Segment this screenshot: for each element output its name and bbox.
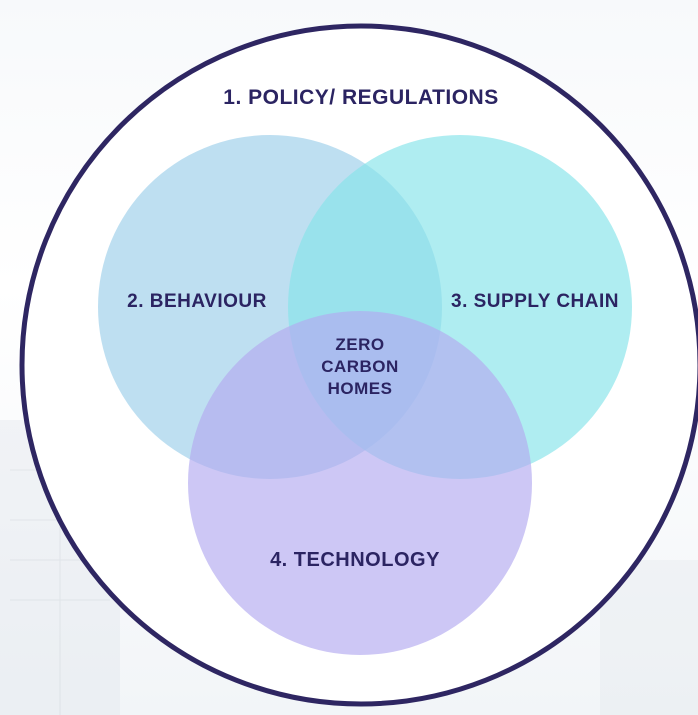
circle-technology-label: 4. TECHNOLOGY [270, 549, 440, 571]
circle-technology [188, 311, 532, 655]
circle-supply-chain-label: 3. SUPPLY CHAIN [451, 291, 619, 312]
center-label-line-1: ZERO [335, 335, 384, 354]
center-label-line-3: HOMES [328, 379, 393, 398]
outer-circle-label: 1. POLICY/ REGULATIONS [223, 86, 498, 109]
center-label-line-2: CARBON [321, 357, 399, 376]
circle-behaviour-label: 2. BEHAVIOUR [127, 291, 267, 312]
